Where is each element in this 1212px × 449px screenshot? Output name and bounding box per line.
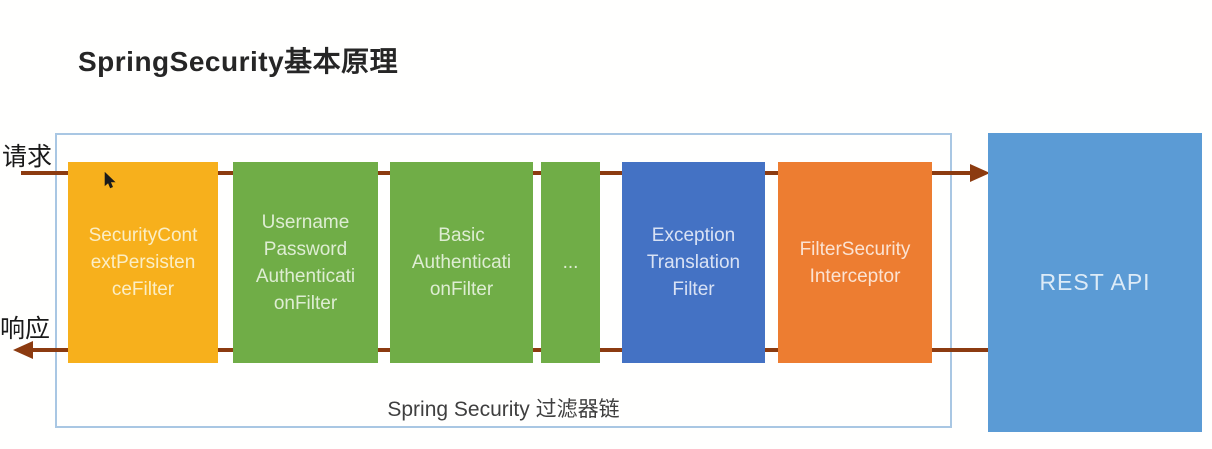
filter-box-label-line: Filter [672,279,715,300]
filter-box-label-line: ceFilter [111,279,175,300]
filter-box-label-line: SecurityCont [88,225,198,246]
response-arrowhead-icon [13,341,33,359]
filter-box-exception-translation: Exception Translation Filter [622,162,765,363]
filter-box-label-line: Translation [646,252,741,273]
filter-chain-caption: Spring Security 过滤器链 [387,398,620,421]
request-arrowhead-icon [970,164,990,182]
filter-box-label-line: FilterSecurity [799,238,911,260]
rest-api-label: REST API [1039,269,1151,295]
filter-box-label-line: Password [263,238,348,260]
filter-box-label-line: Interceptor [809,265,901,287]
filter-box-label-line: onFilter [429,279,494,300]
filter-box-label-line: ... [562,252,579,273]
filter-box-filter-security-interceptor: FilterSecurity Interceptor [778,162,932,363]
filter-chain-container [55,133,952,428]
filter-box-label-line: Basic [438,225,485,246]
filter-box-label-line: Exception [651,225,736,246]
filter-box-label-line: onFilter [273,292,338,314]
filter-box-label-line: Authenticati [255,265,356,287]
mouse-cursor-icon [104,172,116,189]
filter-box-label-line: Username [261,211,350,233]
page-title: SpringSecurity基本原理 [78,46,399,77]
filter-box-security-context-persistence: SecurityCont extPersisten ceFilter [68,162,218,363]
rest-api-box: REST API [988,133,1202,432]
filter-box-basic-authentication: Basic Authenticati onFilter [390,162,533,363]
response-label: 响应 [0,316,51,343]
filter-box-username-password-authentication: Username Password Authenticati onFilter [233,162,378,363]
filter-box-label-line: Authenticati [411,252,512,273]
filter-box-ellipsis: ... [541,162,600,363]
filter-box-label-line: extPersisten [90,252,196,273]
request-label: 请求 [2,144,53,171]
